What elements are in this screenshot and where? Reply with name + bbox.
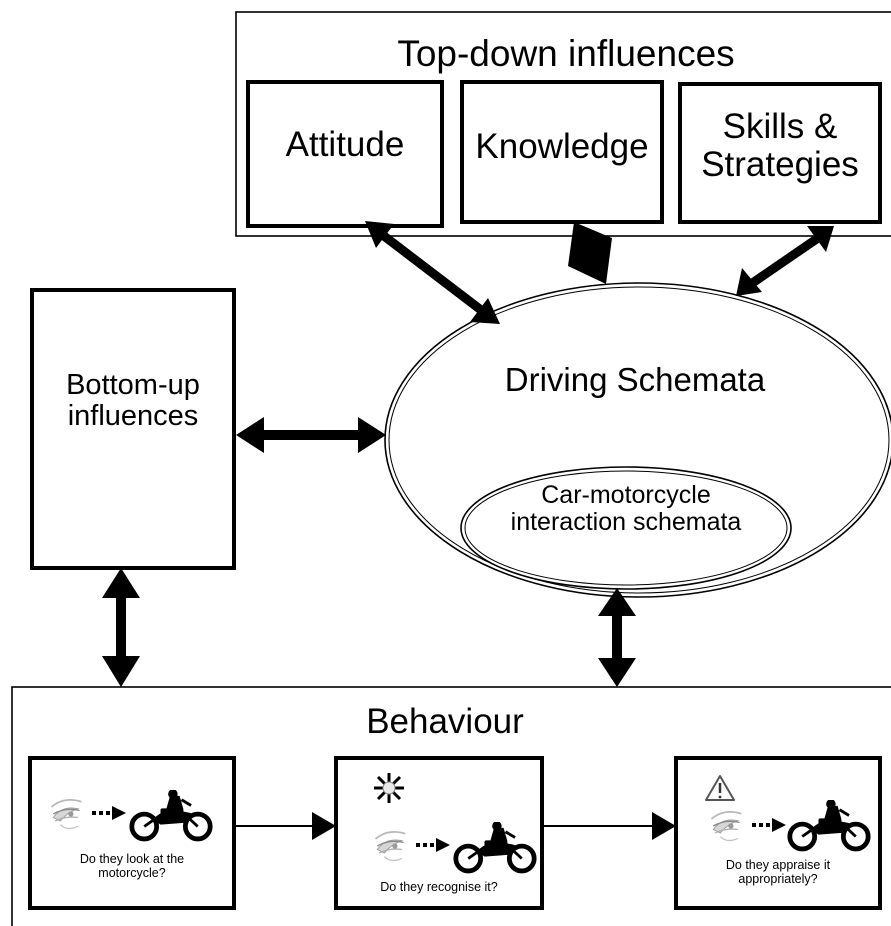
step-arrow-2 (542, 812, 676, 840)
step-appraise-text: Do they appraise it appropriately? (676, 858, 880, 887)
arrow-bottomup-to-schemata (236, 417, 386, 453)
bottom-up-box (30, 288, 236, 570)
arrow-knowledge-to-schemata (568, 222, 612, 284)
car-motorcycle-line2: interaction schemata (510, 508, 742, 536)
step-recognise-line1: Do they recognise it? (380, 880, 498, 894)
attitude-box (246, 80, 444, 228)
lightbulb-icon (374, 773, 404, 803)
step-recognise-text: Do they recognise it? (336, 880, 542, 894)
driving-schemata-ellipse-inner-outline (388, 286, 890, 594)
arrow-skills-to-schemata (736, 226, 834, 296)
step-look-text: Do they look at the motorcycle? (30, 852, 234, 881)
step-look-line1: Do they look at the (79, 852, 185, 866)
car-motorcycle-ellipse (460, 466, 792, 590)
step-appraise-line1: Do they appraise it (725, 858, 831, 872)
knowledge-label: Knowledge (475, 127, 649, 166)
car-motorcycle-line1: Car-motorcycle (541, 481, 711, 509)
arrow-bottomup-to-behaviour (102, 568, 140, 687)
top-down-title: Top-down influences (397, 33, 735, 74)
arrow-schemata-to-behaviour (598, 588, 636, 687)
knowledge-box (460, 80, 664, 224)
attitude-label: Attitude (285, 125, 405, 164)
bottom-up-line2: influences (67, 400, 199, 433)
skills-label: Skills & Strategies (680, 108, 880, 184)
skills-label-line1: Skills & (722, 107, 838, 146)
step-appraise-line2: appropriately? (738, 872, 818, 887)
skills-box (678, 82, 882, 224)
driving-schemata-title: Driving Schemata (504, 361, 766, 398)
bottom-up-label: Bottom-up influences (32, 369, 234, 433)
car-motorcycle-label: Car-motorcycle interaction schemata (462, 482, 790, 536)
bottom-up-line1: Bottom-up (66, 369, 200, 401)
behaviour-title: Behaviour (366, 702, 524, 741)
step-arrow-1 (234, 812, 336, 840)
arrow-attitude-to-schemata (365, 221, 500, 324)
skills-label-line2: Strategies (701, 144, 859, 184)
warning-icon (705, 775, 735, 801)
step-look-line2: motorcycle? (98, 866, 166, 881)
car-motorcycle-ellipse-inner-outline (464, 470, 788, 586)
